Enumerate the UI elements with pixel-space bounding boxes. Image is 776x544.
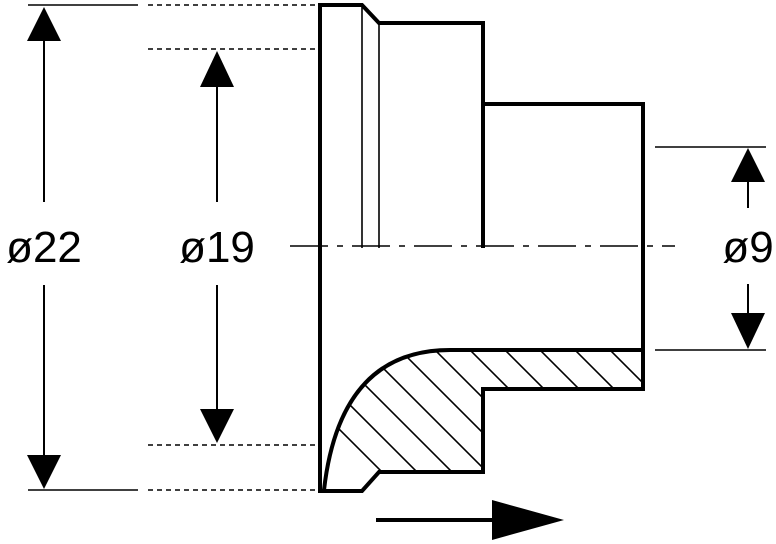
arrow-up-icon	[200, 51, 234, 87]
arrow-up-icon	[27, 7, 61, 41]
arrow-right-icon	[376, 500, 564, 540]
arrow-down-icon	[731, 313, 765, 349]
inner-diameter-label: ø9	[722, 223, 773, 272]
dimension-outer: ø22	[6, 7, 82, 489]
collar-edge-lines	[361, 7, 380, 248]
dimension-inner: ø9	[722, 148, 774, 349]
extension-lines	[28, 4, 766, 491]
inner-curve	[322, 348, 483, 491]
outer-diameter-label: ø22	[6, 223, 82, 272]
part-outline	[318, 3, 645, 493]
arrow-down-icon	[200, 409, 234, 443]
arrow-down-icon	[27, 455, 61, 489]
middle-diameter-label: ø19	[179, 223, 255, 272]
dimension-middle: ø19	[179, 51, 255, 443]
arrow-up-icon	[731, 148, 765, 182]
